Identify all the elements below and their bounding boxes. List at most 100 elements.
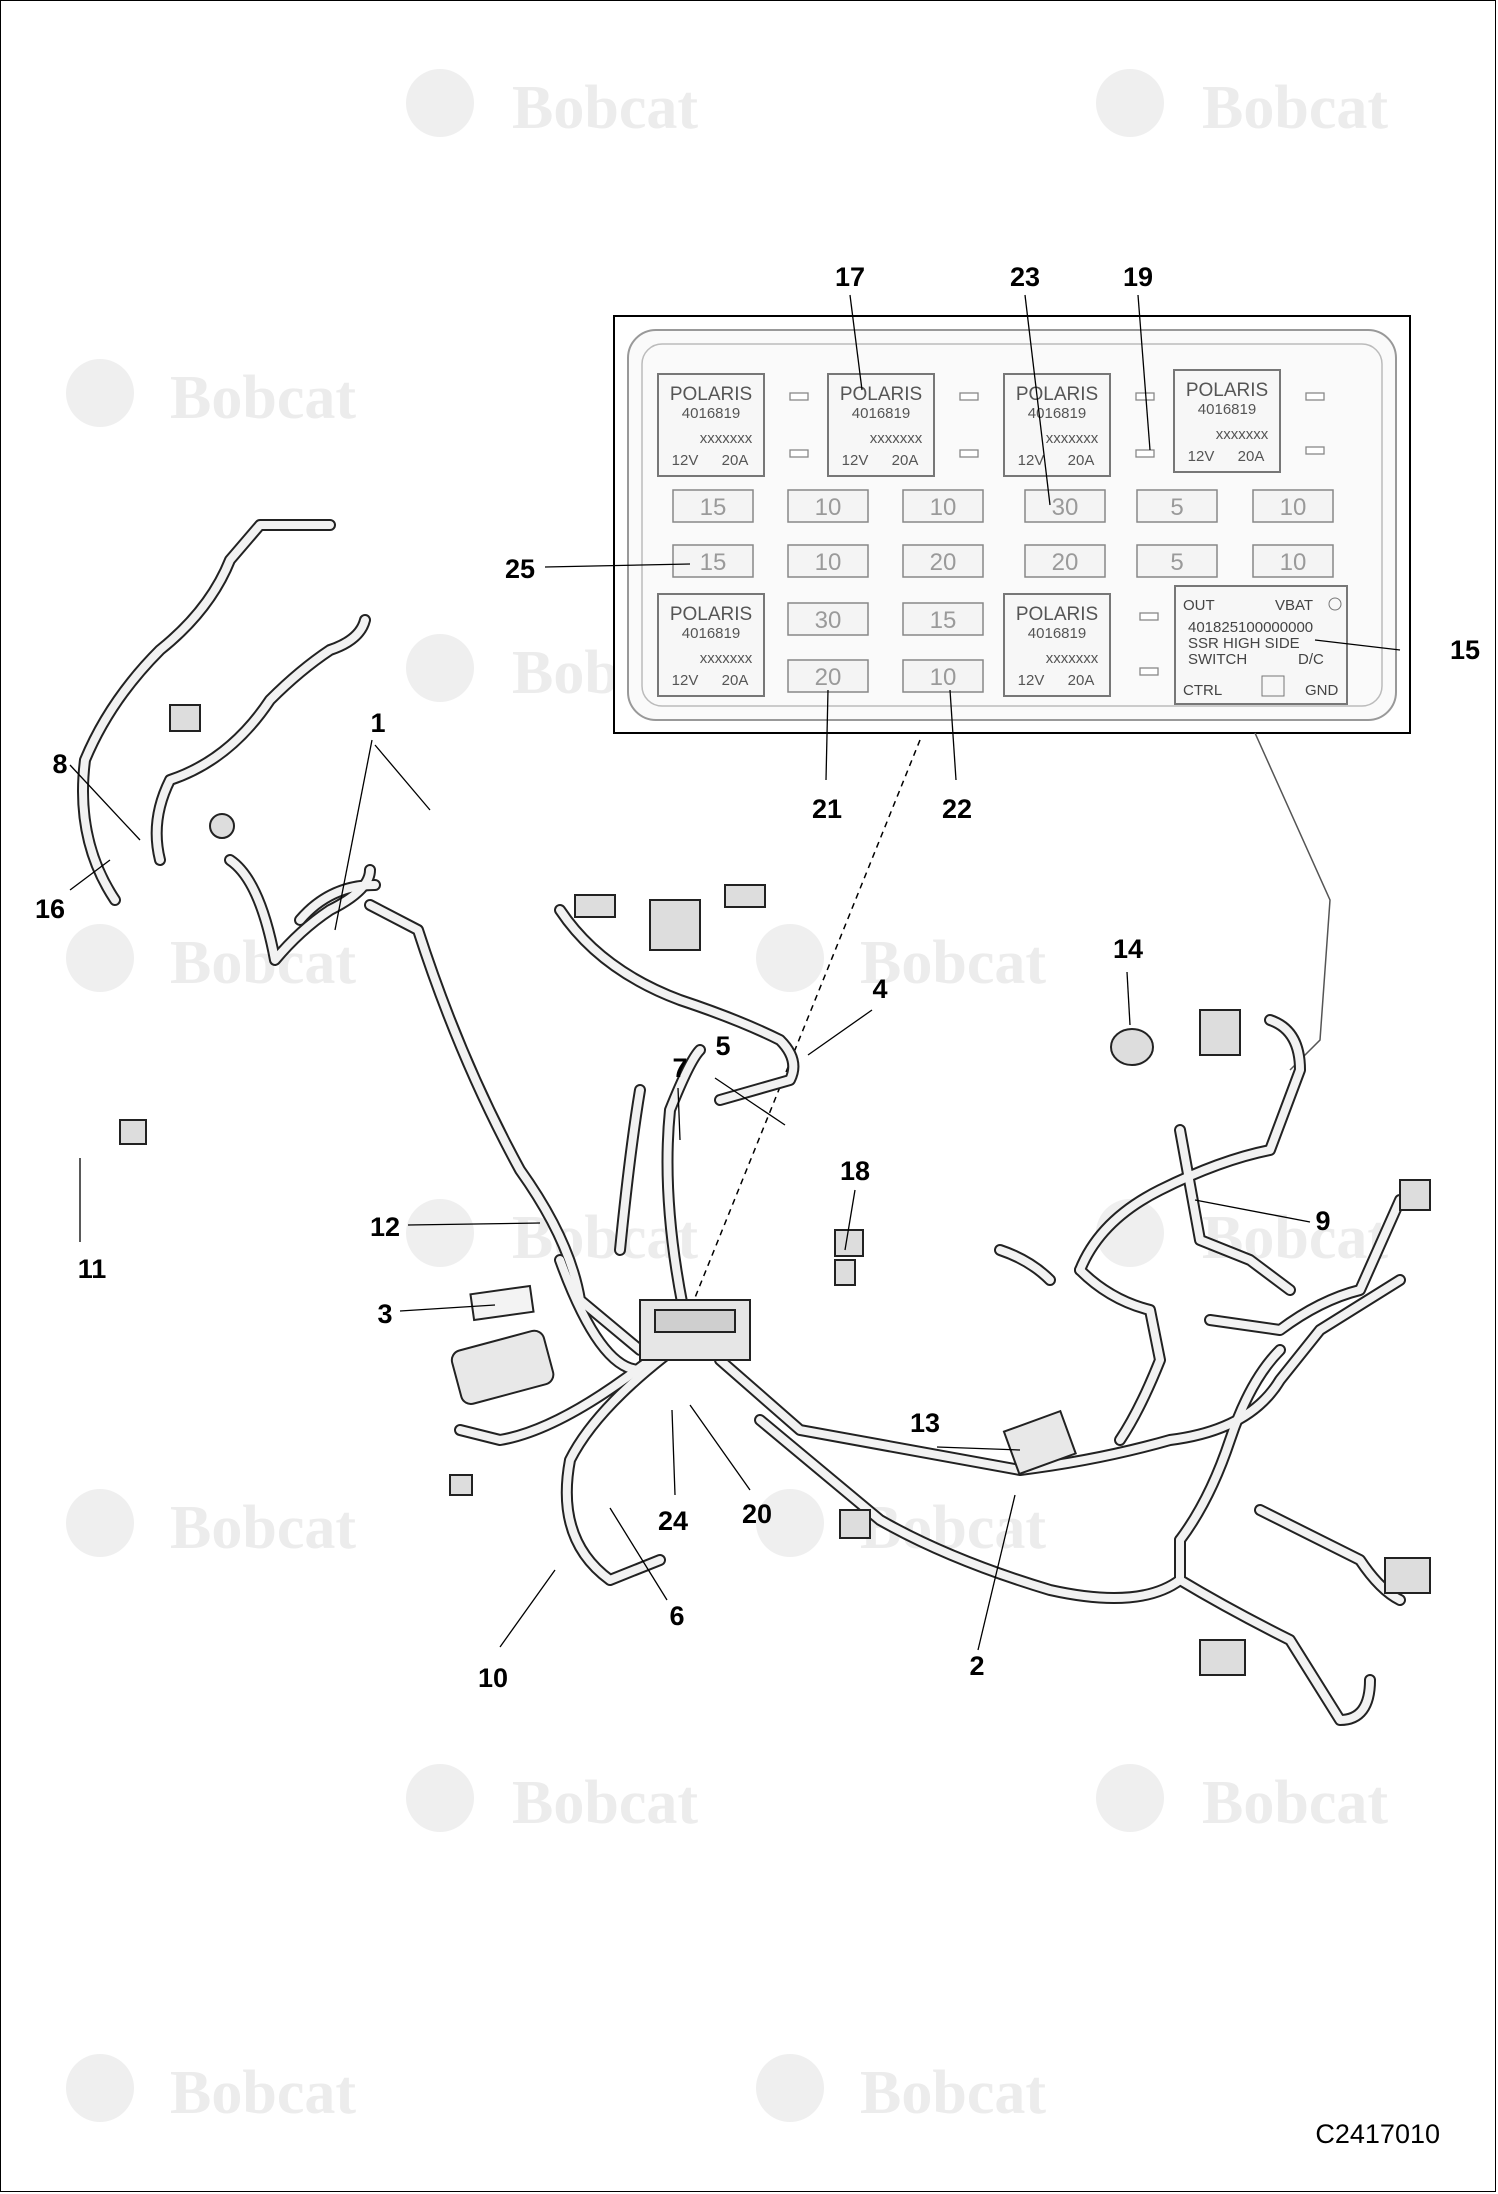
module (450, 1329, 555, 1405)
connector (209, 813, 235, 839)
svg-text:OUT: OUT (1183, 597, 1215, 614)
svg-text:20A: 20A (1238, 448, 1265, 465)
watermark: Bobcat (66, 1489, 356, 1562)
callout-14: 14 (1113, 934, 1143, 964)
fuse: 10 (787, 489, 869, 523)
svg-text:xxxxxxx: xxxxxxx (700, 650, 753, 667)
callout-19: 19 (1123, 262, 1153, 292)
svg-text:SWITCH: SWITCH (1188, 651, 1247, 668)
svg-text:10: 10 (1280, 494, 1307, 521)
svg-text:12V: 12V (1018, 452, 1045, 469)
svg-text:VBAT: VBAT (1275, 597, 1313, 614)
svg-text:30: 30 (1052, 494, 1079, 521)
svg-text:12V: 12V (672, 672, 699, 689)
callout-16: 16 (35, 894, 65, 924)
svg-text:20: 20 (1052, 549, 1079, 576)
callout-3: 3 (377, 1299, 392, 1329)
fuse-box-inset: POLARIS 4016819 xxxxxxx 12V 20A POLARIS … (613, 315, 1411, 734)
fuse: 15 (672, 489, 754, 523)
fuse: 10 (787, 544, 869, 578)
callout-7: 7 (672, 1053, 687, 1083)
fuse: 15 (902, 602, 984, 636)
callout-1: 1 (370, 708, 385, 738)
svg-text:POLARIS: POLARIS (670, 384, 752, 405)
svg-text:xxxxxxx: xxxxxxx (700, 430, 753, 447)
svg-text:Bobcat: Bobcat (860, 2059, 1046, 2127)
fuse: 30 (787, 602, 869, 636)
svg-text:4016819: 4016819 (1028, 405, 1086, 422)
svg-text:20A: 20A (722, 672, 749, 689)
fuse: 10 (1252, 489, 1334, 523)
svg-text:12V: 12V (672, 452, 699, 469)
callout-9: 9 (1315, 1206, 1330, 1236)
svg-text:30: 30 (815, 607, 842, 634)
callout-4: 4 (872, 974, 887, 1004)
svg-text:20: 20 (815, 664, 842, 691)
connector (1384, 1557, 1431, 1594)
svg-text:4016819: 4016819 (682, 405, 740, 422)
svg-text:15: 15 (700, 549, 727, 576)
callout-5: 5 (715, 1031, 730, 1061)
svg-text:SSR HIGH SIDE: SSR HIGH SIDE (1188, 635, 1300, 652)
watermark: Bobcat (66, 359, 356, 432)
callout-20: 20 (742, 1499, 772, 1529)
svg-text:CTRL: CTRL (1183, 682, 1222, 699)
fuse: 20 (902, 544, 984, 578)
callout-8: 8 (52, 749, 67, 779)
watermark: Bobcat (406, 69, 698, 142)
svg-text:Bobcat: Bobcat (512, 74, 698, 142)
watermark: Bobcat (1096, 69, 1388, 142)
svg-text:Bobcat: Bobcat (170, 364, 356, 432)
callout-23: 23 (1010, 262, 1040, 292)
svg-text:10: 10 (815, 549, 842, 576)
harness-components (119, 704, 1431, 1676)
callout-10: 10 (478, 1663, 508, 1693)
svg-text:Bobcat: Bobcat (512, 1769, 698, 1837)
svg-text:xxxxxxx: xxxxxxx (1216, 426, 1269, 443)
watermark: Bobcat (756, 924, 1046, 997)
svg-text:Bobcat: Bobcat (860, 929, 1046, 997)
svg-text:20A: 20A (892, 452, 919, 469)
relay: POLARIS 4016819 xxxxxxx 12V 20A (657, 593, 765, 697)
svg-text:4016819: 4016819 (1028, 625, 1086, 642)
grommet (1002, 1409, 1077, 1476)
svg-text:Bobcat: Bobcat (170, 2059, 356, 2127)
svg-text:20A: 20A (1068, 452, 1095, 469)
svg-text:10: 10 (930, 664, 957, 691)
watermark: Bobcat (1096, 1764, 1388, 1837)
svg-text:5: 5 (1170, 494, 1183, 521)
svg-text:Bobcat: Bobcat (170, 929, 356, 997)
watermark: Bobcat (66, 2054, 356, 2127)
relay: POLARIS 4016819 xxxxxxx 12V 20A (657, 373, 765, 477)
svg-text:20A: 20A (722, 452, 749, 469)
fuse: 20 (787, 659, 869, 693)
buzzer (1110, 1028, 1154, 1066)
fuse: 30 (1024, 489, 1106, 523)
relay: POLARIS 4016819 xxxxxxx 12V 20A (827, 373, 935, 477)
svg-text:xxxxxxx: xxxxxxx (1046, 430, 1099, 447)
ssr-module: OUT VBAT 401825100000000 SSR HIGH SIDE S… (1174, 585, 1348, 705)
connector (834, 1229, 864, 1257)
svg-text:xxxxxxx: xxxxxxx (870, 430, 923, 447)
callout-13: 13 (910, 1408, 940, 1438)
watermark: Bobcat (1096, 1199, 1388, 1272)
svg-text:Bobcat: Bobcat (170, 1494, 356, 1562)
callout-12: 12 (370, 1212, 400, 1242)
connector (1199, 1009, 1241, 1056)
callout-17: 17 (835, 262, 865, 292)
svg-text:15: 15 (700, 494, 727, 521)
svg-text:15: 15 (930, 607, 957, 634)
inset-link-lines (689, 732, 1331, 1311)
svg-text:20: 20 (930, 549, 957, 576)
svg-text:4016819: 4016819 (1198, 401, 1256, 418)
callout-25: 25 (505, 554, 535, 584)
svg-text:POLARIS: POLARIS (1186, 380, 1268, 401)
svg-text:4016819: 4016819 (852, 405, 910, 422)
label (469, 1284, 535, 1322)
callout-15: 15 (1450, 635, 1480, 665)
callout-22: 22 (942, 794, 972, 824)
callouts: 1 2 3 4 5 6 7 8 9 10 11 12 13 14 15 16 1… (35, 262, 1480, 1693)
connector (119, 1119, 147, 1145)
